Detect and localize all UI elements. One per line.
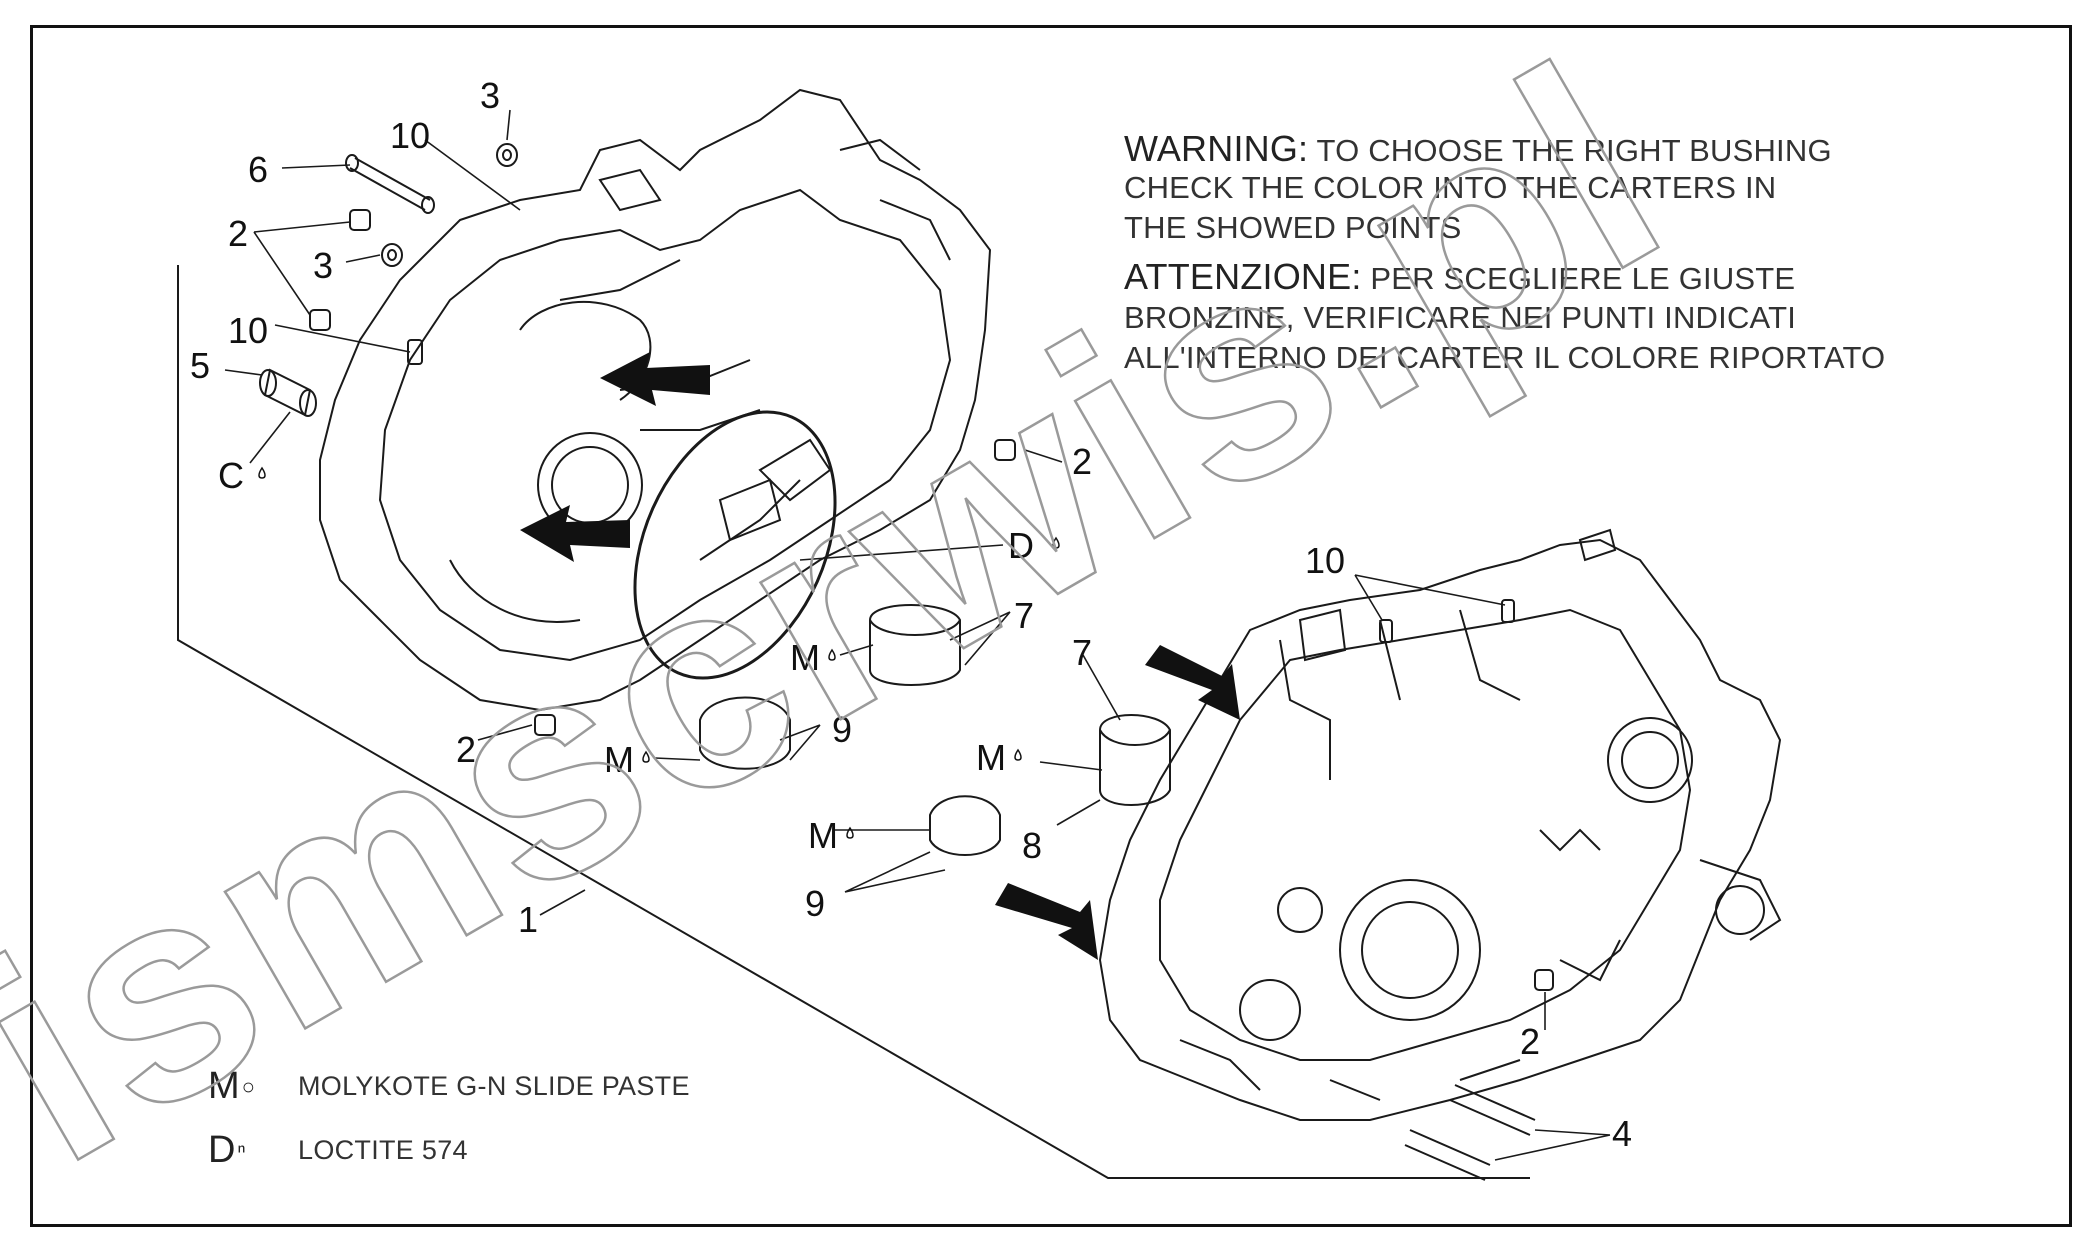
callout-m: M: [808, 815, 838, 856]
callout-m: M: [790, 637, 820, 678]
callout-c: C: [218, 455, 244, 496]
callout-2: 2: [1072, 441, 1092, 482]
callout-10: 10: [1305, 540, 1345, 581]
callout-3: 3: [480, 75, 500, 116]
callout-8: 8: [1022, 825, 1042, 866]
callout-6: 6: [248, 149, 268, 190]
small-parts: [259, 143, 1617, 1181]
legend-item-loctite: Dⁿ LOCTITE 574: [208, 1128, 468, 1171]
callout-1: 1: [518, 899, 538, 940]
warning-line: WARNING: TO CHOOSE THE RIGHT BUSHING: [1124, 128, 1832, 169]
callout-5: 5: [190, 345, 210, 386]
right-crankcase-half: [1098, 538, 1782, 1121]
callout-9: 9: [805, 883, 825, 924]
assembly-line: [177, 265, 1530, 1179]
droplet-icon: ⁿ: [237, 1138, 246, 1164]
callout-10: 10: [228, 310, 268, 351]
diagram-frame: [30, 25, 2072, 1227]
callout-7: 7: [1014, 595, 1034, 636]
warning-line: ALL'INTERNO DEI CARTER IL COLORE RIPORTA…: [1124, 340, 1886, 375]
left-crankcase-half: [319, 88, 992, 712]
callout-9: 9: [832, 709, 852, 750]
droplet-icon: ○: [241, 1074, 255, 1100]
callout-m: M: [604, 739, 634, 780]
warning-line: THE SHOWED POINTS: [1124, 210, 1462, 245]
callout-d: D: [1008, 525, 1034, 566]
indicator-arrows: [520, 352, 1240, 960]
callout-labels: 3 10 6 2 3 10 5 C 2 D 7 M 9 M 2 7 M 8 M …: [190, 75, 1632, 1154]
callout-4: 4: [1612, 1113, 1632, 1154]
callout-2: 2: [228, 213, 248, 254]
legend-item-molykote: M○ MOLYKOTE G-N SLIDE PASTE: [208, 1064, 690, 1107]
callout-3: 3: [313, 245, 333, 286]
leader-lines: [224, 109, 1611, 1161]
callout-10: 10: [390, 115, 430, 156]
callout-m: M: [976, 737, 1006, 778]
warning-line: CHECK THE COLOR INTO THE CARTERS IN: [1124, 170, 1777, 205]
warning-line: ATTENZIONE: PER SCEGLIERE LE GIUSTE: [1124, 256, 1796, 297]
callout-7: 7: [1072, 632, 1092, 673]
callout-2: 2: [1520, 1021, 1540, 1062]
droplet-marks: [258, 466, 1060, 839]
lubricant-symbol: M○: [208, 1064, 255, 1107]
warning-line: BRONZINE, VERIFICARE NEI PUNTI INDICATI: [1124, 300, 1797, 335]
sealant-symbol: Dⁿ: [208, 1128, 246, 1171]
callout-2: 2: [456, 729, 476, 770]
